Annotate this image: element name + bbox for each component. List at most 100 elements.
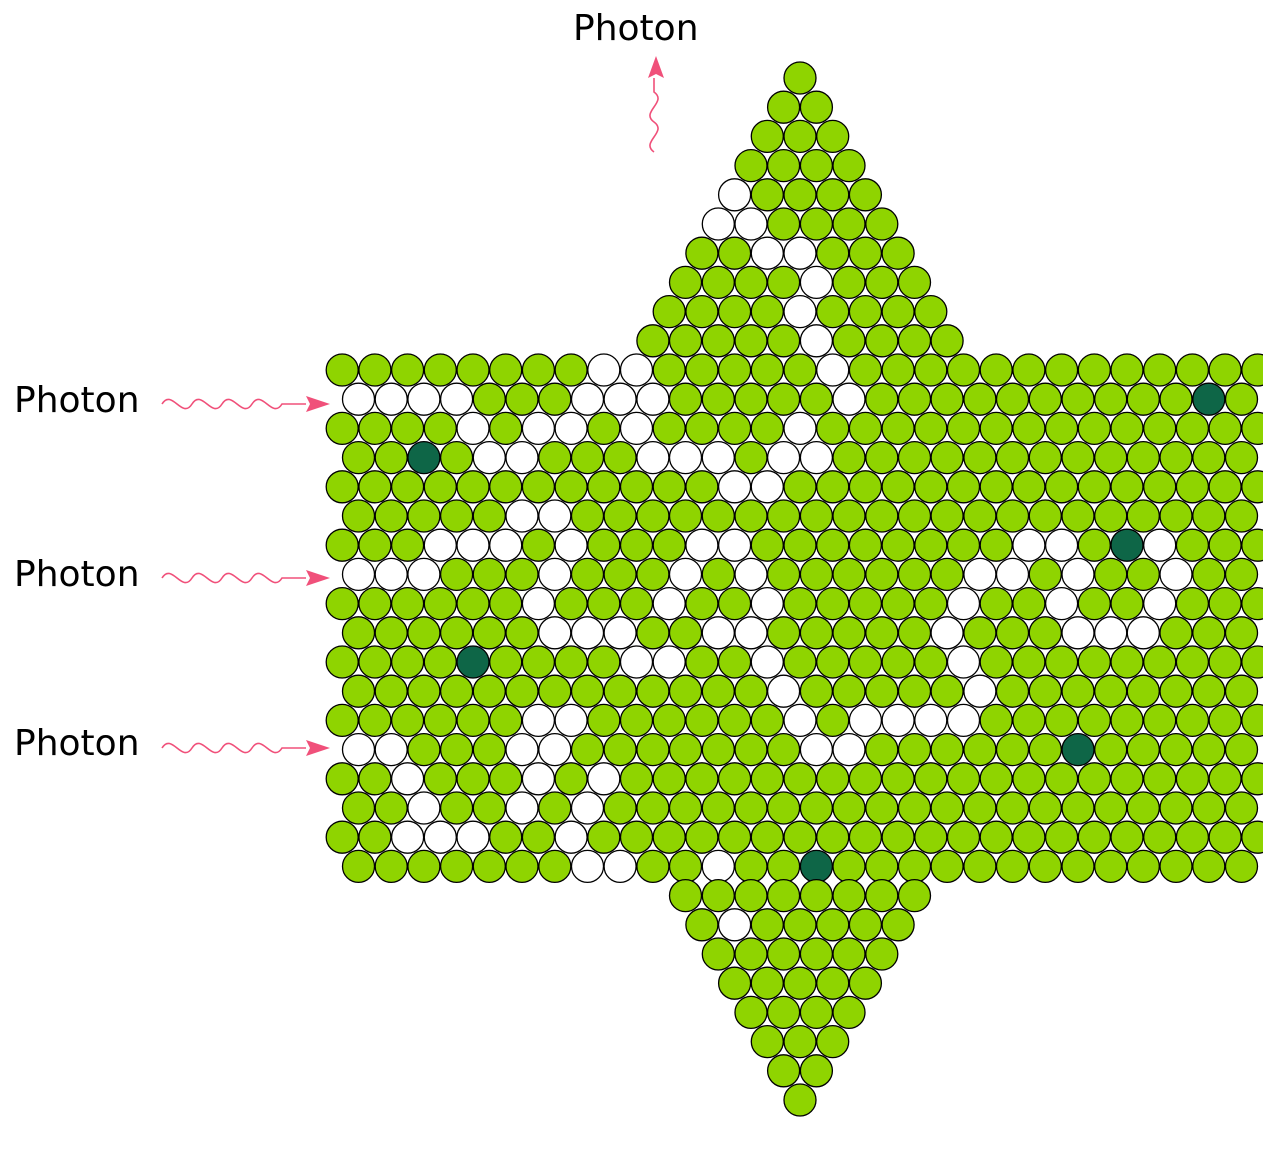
pigment-disk xyxy=(783,470,817,504)
pigment-disk xyxy=(1224,674,1259,708)
pigment-disk xyxy=(1044,411,1079,446)
excited-disk xyxy=(456,411,490,446)
pigment-disk xyxy=(848,411,883,446)
pigment-disk xyxy=(587,820,621,854)
pigment-disk xyxy=(848,178,883,212)
pigment-disk xyxy=(734,878,768,913)
pigment-disk xyxy=(358,645,392,679)
pigment-disk xyxy=(832,849,866,884)
pigment-disk xyxy=(1224,440,1259,475)
pigment-disk xyxy=(832,148,866,183)
pigment-disk xyxy=(717,411,752,446)
pigment-disk xyxy=(701,265,735,300)
excited-disk xyxy=(472,440,506,475)
excited-disk xyxy=(538,732,572,767)
pigment-disk xyxy=(865,791,899,825)
pigment-disk xyxy=(946,762,981,796)
pigment-disk xyxy=(881,820,915,854)
pigment-disk xyxy=(963,616,997,650)
pigment-disk xyxy=(1192,791,1226,825)
pigment-disk xyxy=(1028,440,1062,475)
pigment-disk xyxy=(472,674,506,708)
pigment-disk xyxy=(799,674,834,708)
pigment-disk xyxy=(685,703,719,738)
excited-disk xyxy=(668,557,703,592)
pigment-disk xyxy=(1044,470,1079,504)
pigment-disk xyxy=(668,674,703,708)
excited-disk xyxy=(946,645,981,679)
pigment-disk xyxy=(1224,791,1259,825)
pigment-disk xyxy=(1028,791,1062,825)
pigment-disk xyxy=(1012,703,1046,738)
pigment-disk xyxy=(734,440,768,475)
pigment-disk xyxy=(439,674,474,708)
pigment-disk xyxy=(439,616,474,650)
pigment-disk xyxy=(358,820,392,854)
pigment-disk xyxy=(636,791,670,825)
pigment-disk xyxy=(766,995,801,1030)
excited-disk xyxy=(701,849,735,884)
pigment-disk xyxy=(1192,440,1226,475)
excited-disk xyxy=(717,178,752,212)
excited-disk xyxy=(619,353,654,387)
excited-disk xyxy=(570,791,605,825)
pigment-disk xyxy=(1028,616,1062,650)
excited-disk xyxy=(701,207,735,241)
pigment-disk xyxy=(848,586,883,621)
excited-disk xyxy=(587,353,621,387)
pigment-disk xyxy=(1110,762,1144,796)
pigment-disk xyxy=(439,849,474,884)
pigment-disk xyxy=(668,499,703,533)
pigment-disk xyxy=(456,703,490,738)
pigment-disk xyxy=(848,820,883,854)
pigment-disk xyxy=(766,382,801,416)
pigment-disk xyxy=(865,616,899,650)
pigment-disk xyxy=(603,791,637,825)
pigment-disk xyxy=(1159,616,1193,650)
pigment-disk xyxy=(668,849,703,884)
excited-disk xyxy=(848,703,883,738)
pigment-disk xyxy=(816,411,850,446)
pigment-disk xyxy=(1208,470,1242,504)
excited-disk xyxy=(963,674,997,708)
pigment-disk xyxy=(636,674,670,708)
pigment-disk xyxy=(832,878,866,913)
pigment-disk xyxy=(1094,732,1128,767)
excited-disk xyxy=(587,762,621,796)
pigment-disk xyxy=(881,470,915,504)
pigment-disk xyxy=(570,440,605,475)
photon-arrow-left-3 xyxy=(161,740,330,756)
pigment-disk xyxy=(358,411,392,446)
pigment-disk xyxy=(1061,674,1095,708)
pigment-disk xyxy=(1175,528,1210,562)
pigment-disk xyxy=(668,878,703,913)
pigment-disk xyxy=(816,762,850,796)
pigment-disk xyxy=(701,791,735,825)
excited-disk xyxy=(456,820,490,854)
excited-disk xyxy=(1143,528,1177,562)
pigment-disk xyxy=(799,382,834,416)
pigment-disk xyxy=(1061,791,1095,825)
pigment-disk xyxy=(489,762,523,796)
pigment-disk xyxy=(946,820,981,854)
pigment-disk xyxy=(325,762,359,796)
pigment-disk xyxy=(1028,557,1062,592)
pigment-disk xyxy=(668,616,703,650)
pigment-disk xyxy=(816,528,850,562)
pigment-disk xyxy=(1077,353,1111,387)
pigment-disk xyxy=(423,645,457,679)
pigment-disk xyxy=(1208,820,1242,854)
pigment-disk xyxy=(1061,499,1095,533)
pigment-disk xyxy=(897,849,932,884)
excited-disk xyxy=(407,382,441,416)
pigment-disk xyxy=(734,148,768,183)
pigment-disk xyxy=(914,586,948,621)
pigment-disk xyxy=(685,762,719,796)
pigment-disk xyxy=(341,499,376,533)
excited-disk xyxy=(554,411,588,446)
pigment-disk xyxy=(799,791,834,825)
pigment-disk xyxy=(636,324,670,358)
excited-disk xyxy=(570,849,605,884)
pigment-disk xyxy=(930,791,964,825)
pigment-disk xyxy=(783,178,817,212)
